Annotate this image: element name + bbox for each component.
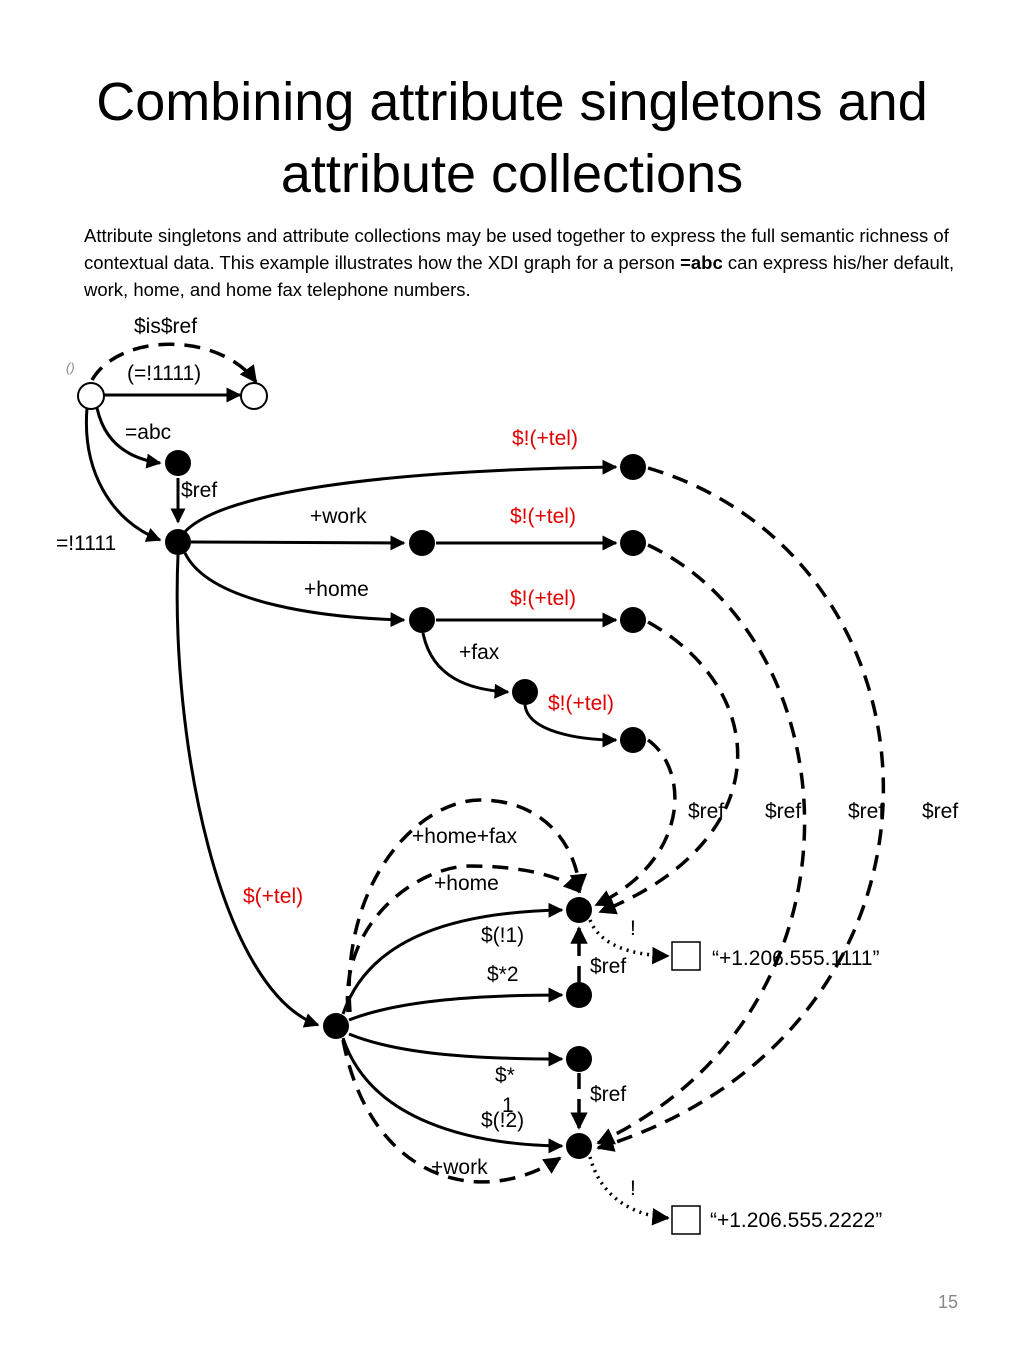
star2-node [566,982,592,1008]
member1-node [566,897,592,923]
value2-literal-box [671,1205,701,1235]
default-tel-label: $!(+tel) [512,427,578,450]
ref-label-star2: $ref [590,955,626,978]
home-dashed-arc [345,864,582,1013]
work-tel-label: $!(+tel) [510,505,576,528]
literal-label-1: ! [630,917,636,940]
value1-arc [588,919,670,965]
home-tel-label: $!(+tel) [510,587,576,610]
work-collection-label: +work [431,1156,488,1179]
default-tel-node [620,454,646,480]
root-label: () [66,360,75,375]
inumber-label: =!1111 [56,532,116,555]
work-arc [190,535,406,551]
value2-text: “+1.206.555.2222” [710,1209,882,1232]
home-fax-label: +home+fax [412,825,518,848]
value2-arc [588,1156,670,1226]
fax-tel-label: $!(+tel) [548,692,614,715]
home-label: +home [304,578,369,601]
inumber-context-node [240,382,268,410]
description-text-2: can express his/her default, work, home,… [84,252,955,300]
ref-arc-work [596,543,807,1145]
home-fax-dashed-arc [347,798,588,1013]
root-node [77,382,105,410]
member1-label: $(!1) [481,924,524,947]
home-collection-label: +home [434,872,499,895]
member2-label: $(!2) [481,1109,524,1132]
tel-collection-arc [175,554,320,1028]
ref-label-default: $ref [922,800,958,823]
ref-label-star1: $ref [590,1083,626,1106]
star1-node [566,1046,592,1072]
work-dashed-arc [341,1039,562,1184]
work-label: +work [310,505,367,528]
literal-label-2: ! [630,1177,636,1200]
star2-label: $*2 [487,963,519,986]
abc-arc [95,407,162,469]
default-tel-arc [176,459,618,543]
home-arc [183,552,406,628]
ref-main-label: $ref [181,479,217,502]
abc-node [165,450,191,476]
home-node [409,607,435,633]
fax-tel-node [620,727,646,753]
member1-arc [341,902,564,1015]
work-tel-node [620,530,646,556]
fax-label: +fax [459,641,500,664]
star2-arc [348,987,564,1022]
ref-arc-default [596,466,886,1152]
home-tel-node [620,607,646,633]
slide-title: Combining attribute singletons and attri… [96,72,928,204]
slide-description: Attribute singletons and attribute colle… [84,222,964,303]
member2-arc [341,1037,564,1154]
tel-collection-label: $(+tel) [243,885,303,908]
description-text-1: Attribute singletons and attribute colle… [84,225,949,273]
tel-collection-node [323,1013,349,1039]
member2-node [566,1133,592,1159]
star1-label-a: $* [495,1064,515,1087]
star1-label-b: 1 [502,1094,514,1117]
value1-literal-box [671,941,701,971]
value1-text: “+1.206.555.1111” [712,947,880,970]
star1-arc [348,1032,564,1067]
abc-label: =abc [125,421,171,444]
is-ref-label: $is$ref [134,315,197,338]
page-number: 15 [937,1292,958,1312]
fax-arc [421,632,510,699]
description-bold-abc: =abc [680,252,723,273]
inumber-direct-arc [84,407,162,542]
ref-arc-home [598,620,740,915]
ref-arc-fax [594,738,677,907]
inumber-arc-label: (=!1111) [127,362,201,385]
fax-node [512,679,538,705]
is-ref-arc [90,342,258,384]
work-node [409,530,435,556]
fax-tel-arc [523,704,618,748]
ref-label-home: $ref [765,800,801,823]
ref-label-fax: $ref [688,800,724,823]
ref-label-work: $ref [848,800,884,823]
